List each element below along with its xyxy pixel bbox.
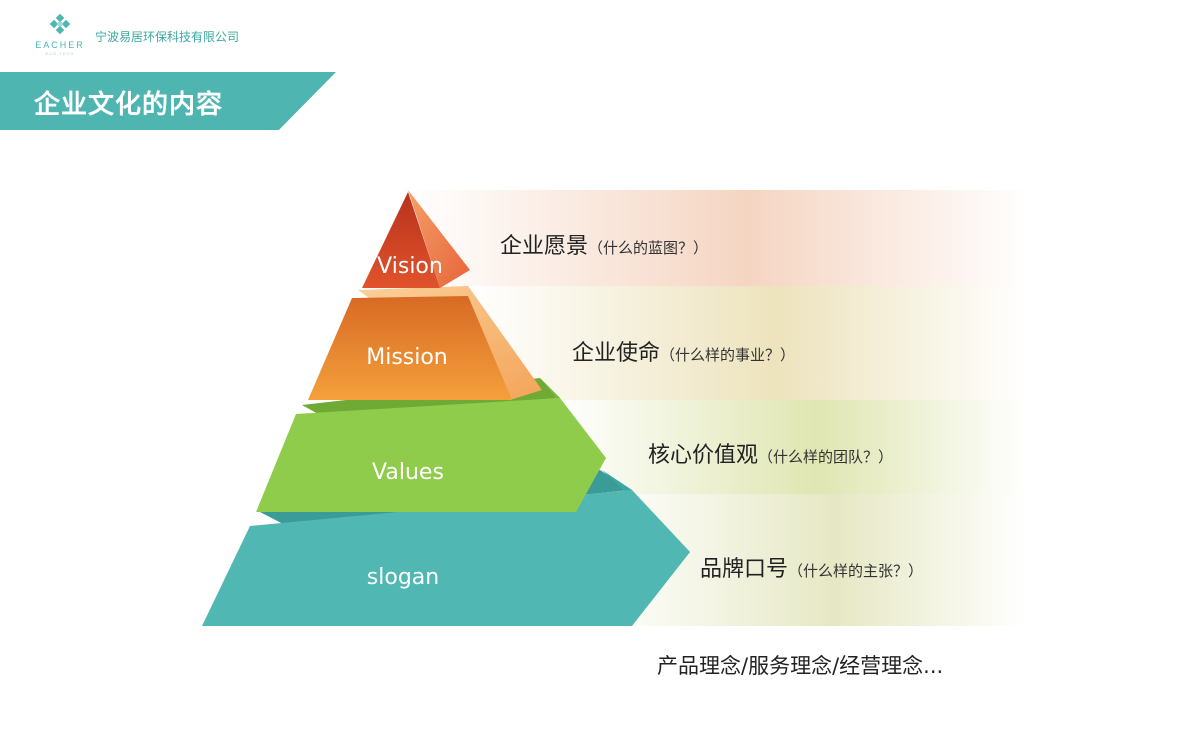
band-slogan bbox=[600, 494, 1028, 626]
band-values bbox=[560, 400, 1028, 494]
company-logo: EACHER ECO-TECH bbox=[30, 14, 90, 58]
values-note: （什么样的团队？） bbox=[758, 448, 894, 466]
mission-description: 企业使命（什么样的事业？） bbox=[572, 335, 795, 367]
slogan-title: 品牌口号 bbox=[700, 557, 789, 582]
values-title: 核心价值观 bbox=[648, 443, 759, 468]
pyramid-level-vision bbox=[362, 190, 470, 288]
company-name: 宁波易居环保科技有限公司 bbox=[95, 30, 240, 44]
values-description: 核心价值观（什么样的团队？） bbox=[648, 437, 893, 469]
pyramid-level-mission bbox=[308, 286, 542, 400]
vision-note: （什么的蓝图？） bbox=[588, 239, 709, 257]
values-label: Values bbox=[372, 460, 444, 485]
philosophy-footer: 产品理念/服务理念/经营理念... bbox=[657, 654, 944, 678]
mission-note: （什么样的事业？） bbox=[660, 346, 796, 364]
band-mission bbox=[470, 286, 1028, 400]
slogan-note: （什么样的主张？） bbox=[788, 562, 924, 580]
vision-title: 企业愿景 bbox=[500, 234, 589, 259]
logo-diamond-icon bbox=[49, 14, 71, 35]
mission-label: Mission bbox=[366, 345, 448, 370]
vision-label: Vision bbox=[377, 254, 443, 279]
band-vision bbox=[408, 190, 1028, 286]
mission-title: 企业使命 bbox=[572, 341, 661, 366]
vision-description: 企业愿景（什么的蓝图？） bbox=[500, 228, 708, 260]
logo-wordmark: EACHER bbox=[35, 40, 85, 50]
slogan-description: 品牌口号（什么样的主张？） bbox=[700, 551, 923, 583]
slogan-label: slogan bbox=[366, 565, 440, 590]
section-title: 企业文化的内容 bbox=[34, 90, 224, 120]
title-banner bbox=[0, 72, 336, 130]
logo-tagline: ECO-TECH bbox=[45, 51, 75, 56]
